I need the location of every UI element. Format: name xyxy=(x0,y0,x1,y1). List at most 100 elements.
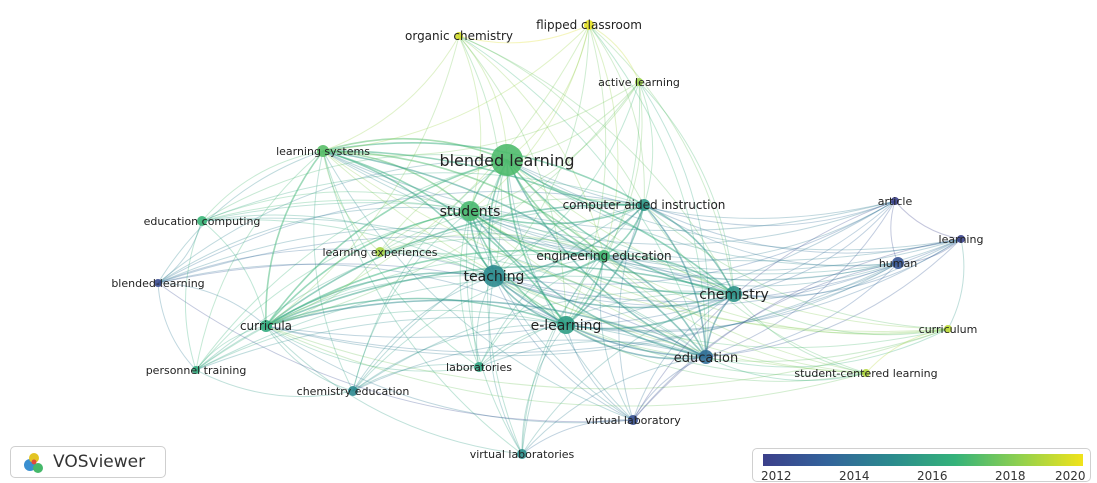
network-link xyxy=(195,204,645,371)
network-link xyxy=(469,210,735,296)
network-link xyxy=(493,275,707,358)
node-label: e-learning xyxy=(531,318,602,334)
network-link xyxy=(521,419,634,455)
node-circle[interactable] xyxy=(726,286,742,302)
network-link xyxy=(469,210,899,281)
node-circle[interactable] xyxy=(474,362,484,372)
node-circle[interactable] xyxy=(197,216,207,226)
network-link xyxy=(265,159,508,327)
network-link xyxy=(322,150,480,368)
node-label: chemistry xyxy=(699,287,769,303)
node-personnel-training[interactable]: personnel training xyxy=(146,364,247,377)
node-circle[interactable] xyxy=(635,78,643,86)
network-link xyxy=(478,204,645,368)
node-circle[interactable] xyxy=(699,350,713,364)
node-learning[interactable]: learning xyxy=(939,233,984,246)
network-link xyxy=(352,204,645,392)
node-circle[interactable] xyxy=(517,449,527,459)
network-link xyxy=(588,24,640,83)
node-virtual-laboratories[interactable]: virtual laboratories xyxy=(470,448,575,461)
node-circle[interactable] xyxy=(638,199,650,211)
node-flipped-classroom[interactable]: flipped classroom xyxy=(536,18,642,32)
node-circle[interactable] xyxy=(557,316,575,334)
node-curriculum[interactable]: curriculum xyxy=(919,323,978,336)
node-circle[interactable] xyxy=(628,415,638,425)
node-laboratories[interactable]: laboratories xyxy=(446,361,512,374)
network-link xyxy=(201,220,267,327)
node-virtual-laboratory[interactable]: virtual laboratory xyxy=(585,414,681,427)
node-circle[interactable] xyxy=(598,250,610,262)
network-link xyxy=(733,238,962,297)
network-link xyxy=(265,325,634,424)
network-link xyxy=(618,204,645,421)
network-link xyxy=(157,248,495,284)
vosviewer-brand[interactable]: VOSviewer xyxy=(10,446,166,478)
node-circle[interactable] xyxy=(483,265,505,287)
node-label: students xyxy=(440,204,501,220)
node-circle[interactable] xyxy=(154,279,162,287)
node-circle[interactable] xyxy=(892,257,904,269)
node-circle[interactable] xyxy=(891,197,899,205)
network-link xyxy=(322,150,949,332)
network-link xyxy=(322,35,460,152)
node-blended-learning-main[interactable]: blended learning xyxy=(439,144,575,176)
network-link xyxy=(632,200,896,421)
node-learning-systems[interactable]: learning systems xyxy=(276,145,370,158)
node-student-centered-learning[interactable]: student-centered learning xyxy=(794,367,937,380)
node-circle[interactable] xyxy=(491,144,523,176)
node-engineering-education[interactable]: engineering education xyxy=(536,249,671,263)
node-blended-learning-2[interactable]: blended-learning xyxy=(111,277,204,290)
node-education-computing[interactable]: education computing xyxy=(144,215,261,228)
network-link xyxy=(493,275,735,309)
node-circle[interactable] xyxy=(862,369,870,377)
node-education[interactable]: education xyxy=(674,350,739,366)
network-link xyxy=(195,309,567,371)
node-curricula[interactable]: curricula xyxy=(240,319,292,333)
node-teaching[interactable]: teaching xyxy=(464,265,525,287)
network-link xyxy=(265,299,707,358)
node-chemistry[interactable]: chemistry xyxy=(699,286,769,303)
node-circle[interactable] xyxy=(317,145,329,157)
node-chemistry-education[interactable]: chemistry education xyxy=(297,385,410,398)
node-circle[interactable] xyxy=(192,366,200,374)
network-link xyxy=(506,159,949,330)
node-learning-experiences[interactable]: learning experiences xyxy=(322,246,437,259)
network-link xyxy=(157,191,645,284)
node-e-learning[interactable]: e-learning xyxy=(531,316,602,334)
node-circle[interactable] xyxy=(944,325,952,333)
node-circle[interactable] xyxy=(375,247,385,257)
network-link xyxy=(195,316,707,371)
node-active-learning[interactable]: active learning xyxy=(598,76,680,89)
node-label: learning systems xyxy=(276,145,370,158)
network-link xyxy=(201,191,471,222)
network-link xyxy=(565,324,867,382)
network-link xyxy=(458,35,735,295)
network-link xyxy=(603,238,962,281)
node-circle[interactable] xyxy=(460,201,480,221)
network-link xyxy=(521,356,707,455)
node-circle[interactable] xyxy=(584,20,594,30)
node-circle[interactable] xyxy=(957,235,965,243)
node-organic-chemistry[interactable]: organic chemistry xyxy=(405,29,513,43)
node-human[interactable]: human xyxy=(879,257,917,270)
node-students[interactable]: students xyxy=(440,201,501,221)
network-link xyxy=(865,328,949,374)
network-link xyxy=(705,200,896,358)
node-circle[interactable] xyxy=(260,320,272,332)
network-link xyxy=(488,275,523,455)
network-link xyxy=(265,249,605,327)
node-circle[interactable] xyxy=(455,32,463,40)
network-link xyxy=(195,275,735,371)
network-link xyxy=(565,324,707,360)
network-link xyxy=(352,363,480,392)
network-link xyxy=(603,255,707,358)
network-link xyxy=(733,293,949,336)
node-article[interactable]: article xyxy=(878,195,913,208)
node-computer-aided-instruction[interactable]: computer aided instruction xyxy=(563,198,726,212)
network-link xyxy=(469,210,962,271)
node-circle[interactable] xyxy=(348,386,358,396)
network-link xyxy=(632,356,707,421)
network-link xyxy=(565,324,634,421)
network-link xyxy=(265,325,354,392)
